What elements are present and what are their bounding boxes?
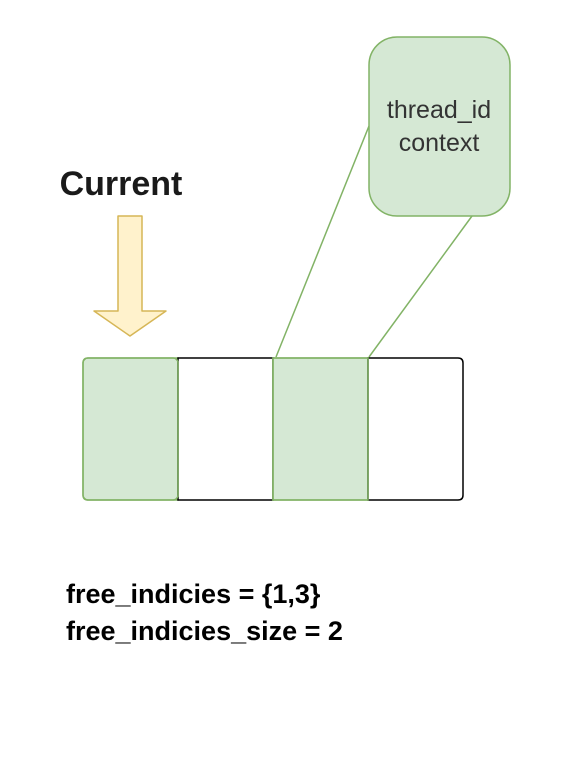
current-pointer-arrow bbox=[93, 215, 167, 337]
thread-slot-array bbox=[82, 357, 464, 501]
array-slot-0-occupied bbox=[82, 357, 179, 501]
thread-info-callout bbox=[368, 36, 511, 217]
callout-connector-right bbox=[368, 215, 473, 358]
free-indices-text: free_indicies = {1,3} bbox=[66, 579, 321, 609]
current-label: Current bbox=[60, 165, 183, 203]
array-slot-0-border bbox=[82, 357, 179, 501]
array-slot-3-free bbox=[367, 357, 464, 501]
array-slot-1-free bbox=[177, 357, 274, 501]
array-slot-2-border bbox=[272, 357, 369, 501]
callout-text-thread-id: thread_id bbox=[387, 96, 491, 124]
callout-text-context: context bbox=[399, 129, 480, 157]
free-indices-size-text: free_indicies_size = 2 bbox=[66, 616, 343, 646]
array-slot-2-occupied bbox=[272, 357, 369, 501]
callout-connector-left bbox=[275, 125, 370, 358]
